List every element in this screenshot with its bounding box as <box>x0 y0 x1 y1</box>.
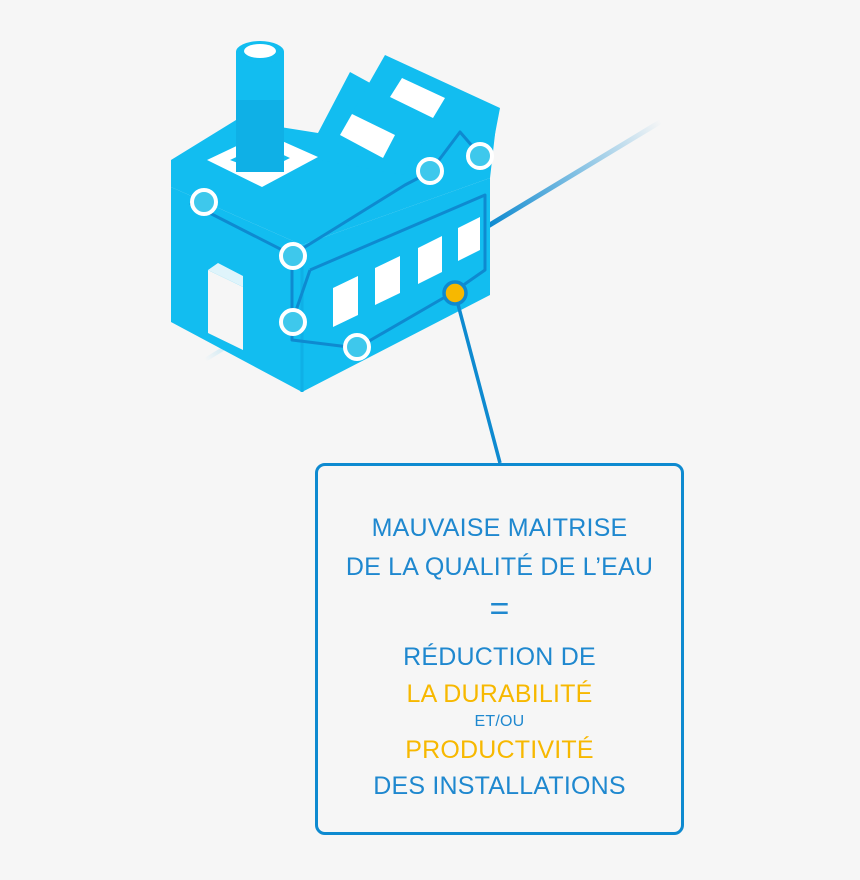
box-equals-sign: = <box>489 590 510 628</box>
sensor-node-icon <box>190 142 494 361</box>
box-line-installations: DES INSTALLATIONS <box>373 772 626 800</box>
connector-line <box>453 292 502 464</box>
box-line-mauvaise-maitrise: MAUVAISE MAITRISE <box>371 514 628 542</box>
highlight-node-icon <box>442 280 468 306</box>
data-beam-right <box>485 119 663 229</box>
box-line-qualite-eau: DE LA QUALITÉ DE L’EAU <box>345 553 654 581</box>
box-line-durabilite: LA DURABILITÉ <box>406 680 593 708</box>
box-line-et-ou: ET/OU <box>474 713 525 730</box>
info-box: MAUVAISE MAITRISE DE LA QUALITÉ DE L’EAU… <box>315 463 684 835</box>
box-line-reduction: RÉDUCTION DE <box>403 643 596 671</box>
factory-icon <box>171 41 500 392</box>
box-line-productivite: PRODUCTIVITÉ <box>405 736 594 764</box>
